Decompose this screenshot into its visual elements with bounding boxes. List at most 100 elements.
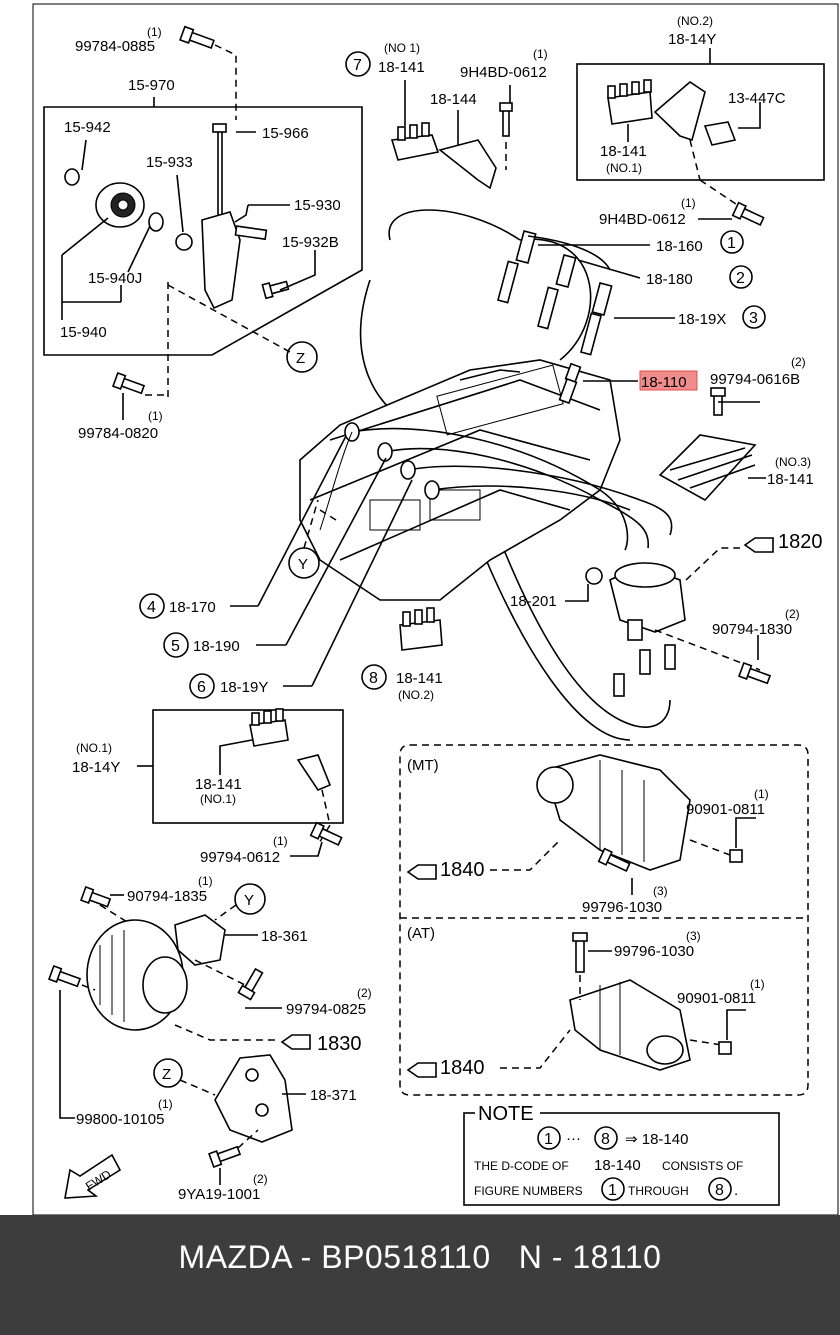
label-p18-141-left: 18-141 [195,776,242,793]
label-c3: 3 [749,310,758,327]
label-no1-top: (NO 1) [384,41,420,55]
label-p99800-10105: 99800-10105 [76,1111,164,1128]
label-note-line3-end: . [734,1182,738,1199]
parts-diagram: (1) 99784-0885 15-970 15-942 15-966 15-9… [32,3,839,1215]
label-note-title: NOTE [478,1103,534,1125]
label-c2: 2 [736,270,745,287]
label-q90901-0811-b: (1) [750,977,765,991]
label-p15-970: 15-970 [128,77,175,94]
label-note-c1: 1 [544,1131,553,1148]
label-p18-141-box: 18-141 [600,143,647,160]
label-mt: (MT) [407,757,439,774]
label-p90901-0811-b: 90901-0811 [677,990,756,1007]
label-p9ya19-1001: 9YA19-1001 [178,1186,260,1203]
label-c8: 8 [369,670,378,687]
engine-assembly [299,209,673,741]
label-p99794-0616b: 99794-0616B [710,371,800,388]
label-p15-932b: 15-932B [282,234,339,251]
plug-cord-clip-group [345,51,513,190]
label-p18-180: 18-180 [646,271,693,288]
label-p15-933: 15-933 [146,154,193,171]
label-p18-141-no2: 18-141 [396,670,443,687]
label-c1: 1 [727,235,736,252]
label-c6: 6 [197,679,206,696]
label-no2-mid: (NO.2) [398,688,434,702]
label-p18-14y-left: 18-14Y [72,759,120,776]
label-q99800-10105: (1) [158,1097,173,1111]
label-ref-1820: 1820 [778,531,823,553]
starter-box [399,744,809,1096]
label-no3: (NO.3) [775,455,811,469]
label-at: (AT) [407,925,435,942]
label-q90901-0811-a: (1) [754,787,769,801]
label-note-line3-c8: 8 [715,1182,724,1199]
label-p90901-0811-a: 90901-0811 [686,801,765,818]
label-note-line3-a: FIGURE NUMBERS [474,1184,583,1198]
label-c5: 5 [171,638,180,655]
label-note-dots: ··· [566,1130,581,1147]
label-p15-940j: 15-940J [88,270,142,287]
plug-cord-clip-no3 [658,387,766,502]
label-p99796-1030-b: 99796-1030 [614,943,694,960]
label-p18-201: 18-201 [510,593,557,610]
label-q99794-0616b: (2) [791,355,806,369]
label-q99784-0885: (1) [147,25,162,39]
label-q9h4bd-a: (1) [533,47,548,61]
label-p99784-0885: 99784-0885 [75,38,155,55]
label-note-line2-b: 18-140 [594,1157,641,1174]
label-p15-966: 15-966 [262,125,309,142]
label-p18-141-top: 18-141 [378,59,425,76]
tensioner-assembly [43,25,363,420]
plug-cord-bracket-no1 [137,708,344,857]
label-callout-y: Y [298,556,308,573]
label-p18-170: 18-170 [169,599,216,616]
label-c7: 7 [353,57,362,74]
label-callout-y2: Y [244,892,254,909]
label-p15-942: 15-942 [64,119,111,136]
label-note-line3-c1: 1 [608,1182,617,1199]
note-box [463,1104,780,1206]
label-ref-1830: 1830 [317,1033,362,1055]
label-no1-left-box: (NO.1) [200,792,236,806]
label-q90794-1830: (2) [785,607,800,621]
label-p90794-1835: 90794-1835 [127,888,207,905]
alternator-assembly [48,883,311,1199]
label-p18-361: 18-361 [261,928,308,945]
label-p15-930: 15-930 [294,197,341,214]
label-callout-z2: Z [162,1066,171,1083]
label-no2-top: (NO.2) [677,14,713,28]
label-no1-left: (NO.1) [76,741,112,755]
label-p18-19y: 18-19Y [220,679,268,696]
label-q90794-1835: (1) [198,874,213,888]
label-p18-144: 18-144 [430,91,477,108]
label-p18-160: 18-160 [656,238,703,255]
label-p18-14y-top: 18-14Y [668,31,716,48]
label-p18-141-no3: 18-141 [767,471,814,488]
footer-caption-bar: MAZDA - BP0518110 N - 18110 [0,1215,840,1335]
label-q99796-1030-b: (3) [686,929,701,943]
label-p18-190: 18-190 [193,638,240,655]
label-c4: 4 [147,599,156,616]
label-note-arrow: ⇒ 18-140 [625,1131,688,1148]
label-p99794-0825: 99794-0825 [286,1001,366,1018]
label-p18-19x: 18-19X [678,311,726,328]
diagram-frame [32,3,839,1215]
footer-caption: MAZDA - BP0518110 N - 18110 [178,1239,662,1275]
label-p99796-1030-a: 99796-1030 [582,899,662,916]
label-p15-940: 15-940 [60,324,107,341]
label-p9h4bd-a: 9H4BD-0612 [460,64,547,81]
label-q99794-0825: (2) [357,986,372,1000]
label-p18-371: 18-371 [310,1087,357,1104]
label-q99796-1030-a: (3) [653,884,668,898]
part-number-18-110: 18-110 [641,374,687,391]
label-p9h4bd-b: 9H4BD-0612 [599,211,686,228]
spark-plug-cords [497,229,675,405]
label-p13-447c: 13-447C [728,90,786,107]
label-q9h4bd-b: (1) [681,196,696,210]
label-q9ya19-1001: (2) [253,1172,268,1186]
label-callout-z: Z [296,350,305,367]
label-note-line3-b: THROUGH [628,1184,689,1198]
plug-cord-clip-no2 [399,607,443,651]
label-ref-1840-b: 1840 [440,1057,485,1079]
distributor [565,547,772,697]
